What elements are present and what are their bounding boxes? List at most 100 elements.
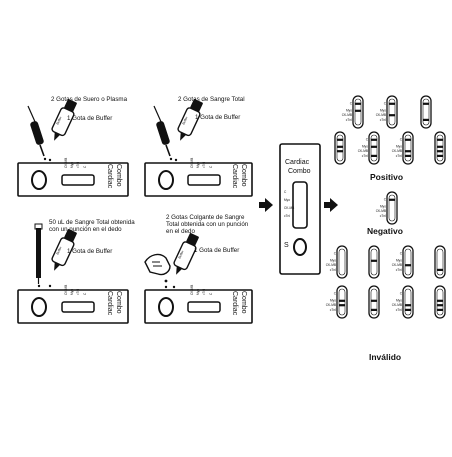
strip-inner	[436, 134, 444, 162]
test-cassette	[144, 162, 253, 197]
result-window	[187, 301, 221, 313]
strip-line	[423, 118, 429, 121]
result-strip	[434, 285, 446, 319]
sample-well	[158, 170, 174, 190]
strip-inner	[404, 134, 412, 162]
strip-window	[420, 95, 432, 129]
strip-line-label: Myo	[330, 259, 336, 263]
strip-line-label: CK-MB	[326, 303, 336, 307]
strip-window	[402, 131, 414, 165]
strip-line-label: C	[366, 138, 369, 142]
cassette-line-label: C	[209, 292, 213, 295]
buffer-instruction-text: 1 Gota de Buffer	[195, 114, 240, 121]
strip-line-label: C	[384, 198, 387, 202]
strip-line-label: cTnI	[380, 118, 386, 122]
strip-line-label: cTnI	[346, 118, 352, 122]
strip-inner	[436, 248, 444, 276]
strip-window	[402, 285, 414, 319]
strip-line	[405, 264, 411, 267]
buffer-bottle-icon: Buffer	[177, 99, 203, 141]
cassette-line-label: Myo	[196, 162, 200, 168]
result-strip	[420, 95, 432, 129]
strip-line	[389, 114, 395, 117]
strip-line	[437, 145, 443, 148]
strip-line	[339, 299, 345, 302]
cassette-line-label: Myo	[196, 289, 200, 295]
strip-inner	[422, 98, 430, 126]
strip-window	[336, 285, 348, 319]
test-cassette	[17, 289, 129, 324]
strip-line-label: Myo	[380, 205, 386, 209]
strip-inner	[436, 288, 444, 316]
strip-line	[371, 308, 377, 311]
cassette-name: Cardiac	[285, 159, 310, 166]
instruction-text: 2 Gotas de Suero o Plasma	[51, 96, 128, 103]
strip-line	[371, 299, 377, 302]
center-cassette: Cardiac Combo C Myo CK-MB cTnI S	[279, 143, 321, 275]
sample-marker: S	[284, 242, 289, 249]
strip-window	[334, 131, 346, 165]
strip-line	[371, 259, 377, 262]
cassette-name: Cardiac	[106, 291, 113, 316]
panel-serum-plasma: Cardiac Combo CK-MB Myo cTnI C Buffer 2 …	[17, 96, 129, 197]
strip-line-label: CK-MB	[358, 149, 368, 153]
strip-line-label: cTnI	[396, 154, 402, 158]
strip-line-label: CK-MB	[392, 263, 402, 267]
strip-inner	[388, 98, 396, 126]
strip-inner	[370, 248, 378, 276]
strip-line	[437, 299, 443, 302]
strip-window	[368, 285, 380, 319]
strip-line-label: Myo	[330, 299, 336, 303]
instruction-text-2: Total obtenida con un punción	[166, 221, 249, 228]
strip-window	[386, 95, 398, 129]
strip-line	[437, 304, 443, 307]
result-negative-label: Negativo	[367, 226, 403, 236]
strip-line	[437, 138, 443, 141]
result-strip	[434, 131, 446, 165]
strip-line-label: cTnI	[362, 154, 368, 158]
bottle-label: Buffer	[55, 115, 63, 125]
finger-hand-icon	[144, 253, 171, 289]
strip-line-label: C	[350, 102, 353, 106]
buffer-bottle-icon: Buffer	[173, 233, 199, 275]
strip-line	[371, 145, 377, 148]
strip-line-label: cTnI	[330, 308, 336, 312]
cassette-line-label: CK-MB	[190, 158, 194, 168]
instruction-text-2: con un punción en el dedo	[49, 226, 122, 233]
instruction-text-3: en el dedo	[166, 228, 195, 235]
cassette-name: Cardiac	[231, 164, 238, 189]
strip-line	[337, 138, 343, 141]
cassette-line-label: C	[83, 165, 87, 168]
strip-line	[371, 154, 377, 157]
strip-line	[437, 154, 443, 157]
strip-window	[434, 285, 446, 319]
strip-line	[355, 109, 361, 112]
strip-line-label: Myo	[362, 145, 368, 149]
test-cassette	[17, 162, 129, 197]
cassette-line-label: cTnI	[202, 162, 206, 168]
result-window	[61, 301, 95, 313]
strip-line-label: C	[400, 292, 403, 296]
dropper-icon	[27, 105, 47, 161]
panel-whole-blood: Cardiac Combo CK-MB Myo cTnI C Buffer 2 …	[144, 96, 253, 197]
sample-well	[31, 170, 47, 190]
cassette-line-label: Myo	[70, 289, 74, 295]
buffer-bottle-icon: Buffer	[51, 99, 77, 141]
cassette-line-label: Myo	[70, 162, 74, 168]
cassette-line-label: cTnI	[76, 162, 80, 168]
test-cassette	[144, 289, 253, 324]
strip-line	[405, 154, 411, 157]
strip-inner	[370, 134, 378, 162]
strip-line-label: Myo	[396, 299, 402, 303]
strip-line	[371, 138, 377, 141]
strip-line	[337, 150, 343, 153]
result-strip	[368, 245, 380, 279]
strip-line	[437, 150, 443, 153]
strip-inner	[388, 194, 396, 222]
